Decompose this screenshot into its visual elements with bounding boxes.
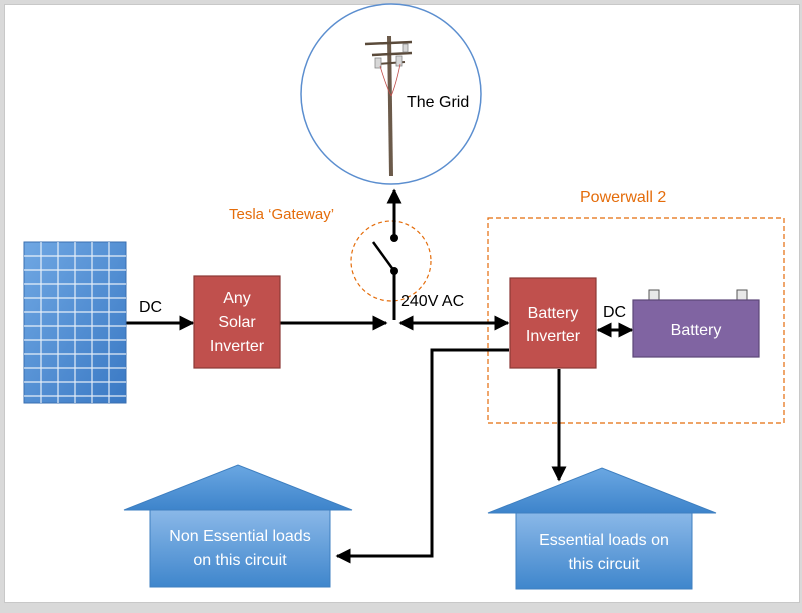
battery-label: Battery <box>671 322 722 339</box>
dc-left-label: DC <box>139 299 162 316</box>
grid-label: The Grid <box>407 94 469 111</box>
solar-panel-icon <box>23 241 127 404</box>
utility-pole-icon <box>364 35 413 177</box>
wire-to-non-essential <box>335 348 509 564</box>
solar-inverter-box: Any Solar Inverter <box>193 275 281 369</box>
non-essential-line-2: on this circuit <box>193 552 287 569</box>
battery-inverter-box: Battery Inverter <box>509 277 597 369</box>
gateway-circle <box>350 220 432 302</box>
battery-inverter-line-1: Battery <box>528 305 579 322</box>
ac-label: 240V AC <box>401 293 464 310</box>
wiring <box>126 188 634 564</box>
powerwall-label: Powerwall 2 <box>580 189 666 206</box>
battery-box: Battery <box>632 289 760 358</box>
solar-inverter-line-3: Inverter <box>210 338 265 355</box>
grid-node: The Grid <box>300 3 482 185</box>
solar-inverter-line-1: Any <box>223 290 251 307</box>
non-essential-line-1: Non Essential loads <box>169 528 310 545</box>
gateway-label: Tesla ‘Gateway’ <box>229 206 334 223</box>
essential-line-2: this circuit <box>568 556 640 573</box>
dc-right-label: DC <box>603 304 626 321</box>
switch-icon <box>371 234 398 275</box>
battery-inverter-line-2: Inverter <box>526 328 581 345</box>
essential-house: Essential loads on this circuit <box>487 467 717 590</box>
essential-line-1: Essential loads on <box>539 532 669 549</box>
non-essential-house: Non Essential loads on this circuit <box>123 464 353 588</box>
solar-inverter-line-2: Solar <box>218 314 256 331</box>
